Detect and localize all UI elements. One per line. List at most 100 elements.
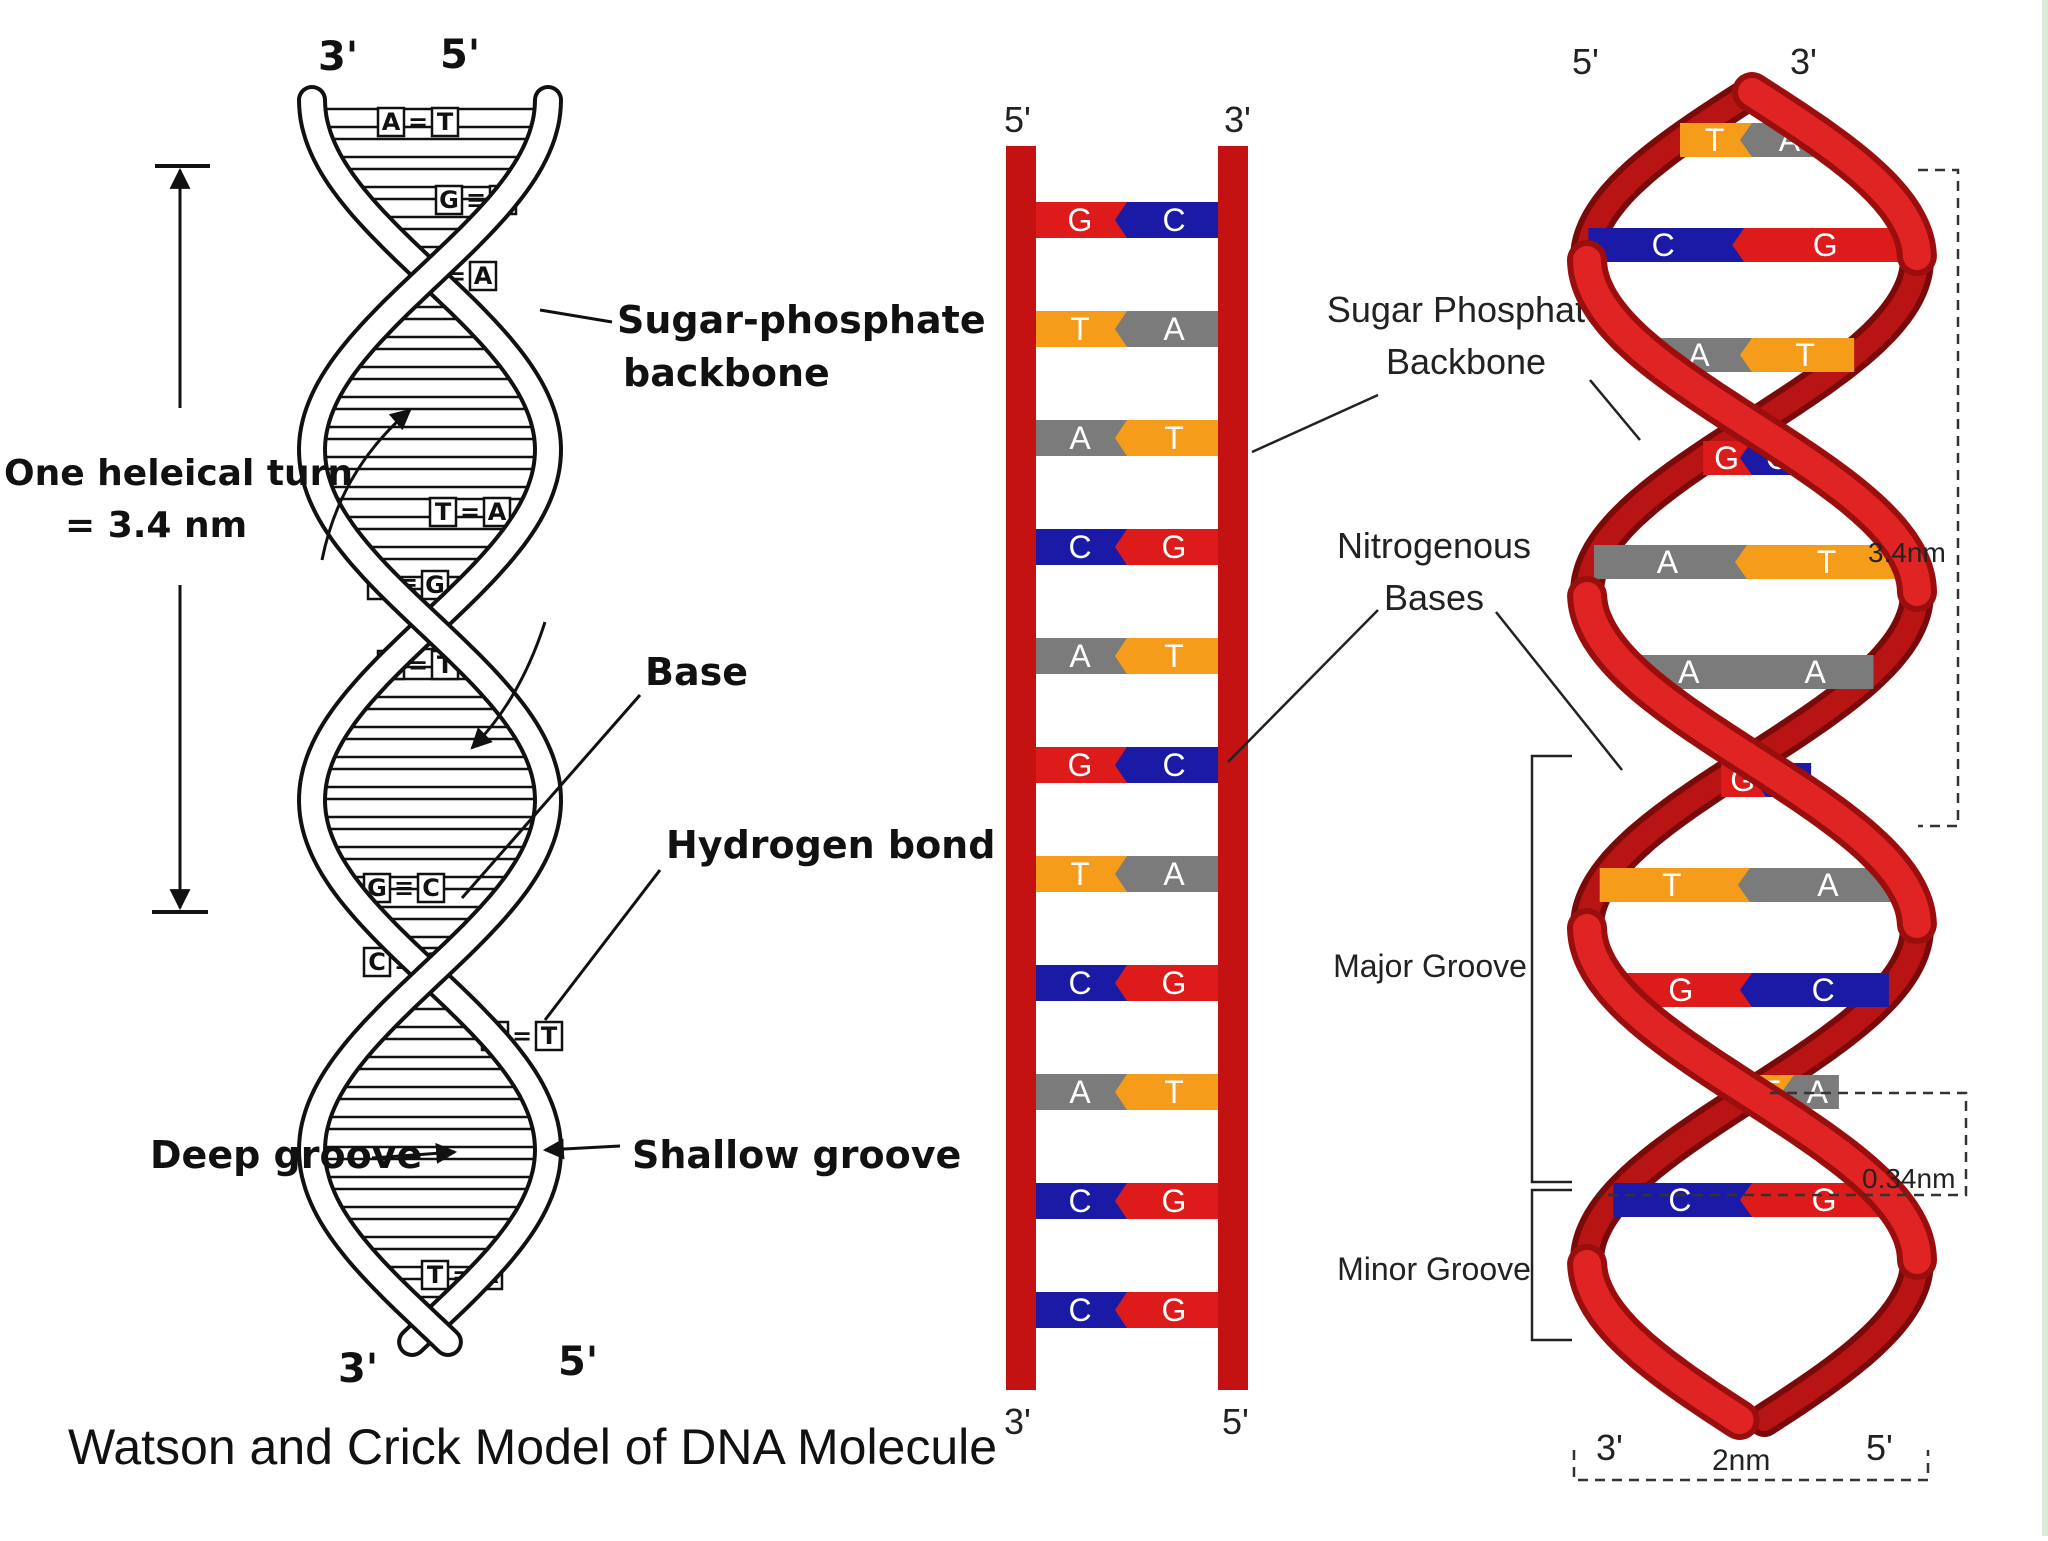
helix-base-right <box>1740 973 1889 1007</box>
ladder-left-backbone <box>1006 146 1036 1390</box>
ladder-base-letter: C <box>1068 965 1091 1001</box>
helix-strand-1-front-highlight <box>1573 582 1931 938</box>
center-labels: Sugar Phosphate Backbone Nitrogenous Bas… <box>1227 289 1641 1342</box>
sketch-model: A=TG≡CT=AT=AC≡GA=TG≡CC≡GA=TT=A 3' 5' 3' … <box>4 32 995 1392</box>
sketch-base-letter: C <box>368 948 386 976</box>
sketch-base-letter: T <box>541 1022 558 1050</box>
deep-groove-arrow <box>371 1142 458 1164</box>
width-label: 2nm <box>1712 1444 1770 1477</box>
sketch-base-letter: C <box>422 874 440 902</box>
helix-base-letter: A <box>1657 544 1679 580</box>
ladder-base-right <box>1115 1292 1218 1328</box>
sketch-base-box <box>428 496 458 528</box>
sketch-base-letter: A <box>474 262 493 290</box>
helix-base-left <box>1613 1183 1758 1217</box>
helix-base-letter: G <box>1812 1182 1837 1218</box>
sketch-rung <box>313 767 547 789</box>
ladder-base-right <box>1115 202 1218 238</box>
minor-groove-bracket <box>1530 1188 1572 1342</box>
hydrogen-bond-callout-line <box>543 869 662 1021</box>
helix-base-right <box>1737 868 1900 902</box>
sketch-rung <box>345 527 515 549</box>
sketch-base-box <box>420 1259 450 1291</box>
helix-base-letter: C <box>1668 1182 1691 1218</box>
bases-leader-left <box>1227 609 1379 763</box>
sketch-top-left-end-label: 3' <box>318 34 358 80</box>
sketch-base-box <box>534 1020 564 1052</box>
helix-top-right-end-label: 3' <box>1790 41 1817 82</box>
sketch-rung <box>312 107 548 129</box>
backbone-label-2: Backbone <box>1386 341 1546 382</box>
helix-base-letter: C <box>1812 972 1835 1008</box>
width-dimension <box>1572 1450 1930 1482</box>
sketch-bottom-right-end-label: 5' <box>558 1339 598 1385</box>
major-groove-label: Major Groove <box>1333 948 1527 984</box>
helix-strand-2-back-highlight <box>1753 1253 1928 1431</box>
ladder-base-right <box>1115 1074 1218 1110</box>
helical-turn-label: One heleical turn <box>4 453 353 494</box>
ladder-base-letter: A <box>1069 638 1091 674</box>
ladder-base-right <box>1115 311 1218 347</box>
ladder-base-letter: G <box>1162 1292 1187 1328</box>
sketch-base-box <box>376 106 406 138</box>
backbone-leader-right <box>1589 379 1641 441</box>
ladder-base-letter: T <box>1070 311 1090 347</box>
sketch-base-label: Base <box>645 650 748 694</box>
deep-groove-label: Deep groove <box>150 1133 422 1177</box>
sketch-bond-symbol: = <box>460 498 480 526</box>
helix-base-letter: G <box>1813 227 1838 263</box>
sketch-bond-symbol: ≡ <box>394 874 414 902</box>
helix-base-letter: T <box>1705 122 1725 158</box>
backbone-callout-line <box>539 308 613 324</box>
helix-base-right <box>1734 545 1900 579</box>
sketch-base-letter: G <box>425 571 445 599</box>
helix-base-left <box>1599 868 1756 902</box>
ladder-base-letter: G <box>1162 1183 1187 1219</box>
sketch-rung <box>338 1217 522 1239</box>
helix-bottom-left-end-label: 3' <box>1596 1427 1623 1468</box>
hydrogen-bond-label: Hydrogen bond <box>666 823 995 867</box>
sketch-rung <box>321 1187 539 1209</box>
ladder-top-right-end-label: 3' <box>1224 99 1251 140</box>
ladder-base-letter: C <box>1162 202 1185 238</box>
ladder-base-right <box>1115 638 1218 674</box>
helix-base-letter: A <box>1678 654 1700 690</box>
strand-direction-arrow-up <box>320 408 412 561</box>
sketch-base-box <box>468 260 498 292</box>
sketch-bottom-left-end-label: 3' <box>338 1346 378 1392</box>
shallow-groove-arrow <box>542 1138 621 1160</box>
helix-base-letter: A <box>1817 867 1839 903</box>
ladder-right-backbone <box>1218 146 1248 1390</box>
helix-base-letter: G <box>1714 440 1739 476</box>
ladder-base-letter: A <box>1069 1074 1091 1110</box>
ladder-base-letter: T <box>1164 638 1184 674</box>
helix-front-ribbon <box>1567 72 1937 1440</box>
bases-leader-right <box>1495 611 1623 771</box>
helical-turn-value: = 3.4 nm <box>65 505 247 546</box>
major-groove-bracket <box>1530 754 1572 1184</box>
helix-strand-2-front-highlight <box>1573 246 1931 606</box>
nitrogenous-bases-label: Nitrogenous <box>1337 525 1531 566</box>
helix-bottom-right-end-label: 5' <box>1866 1427 1893 1468</box>
sketch-base-pair: A=T <box>376 106 460 138</box>
helix-base-letter: T <box>1817 544 1837 580</box>
helix-strand-1-front-highlight <box>1738 78 1931 270</box>
ladder-base-letter: A <box>1069 420 1091 456</box>
sketch-base-box <box>434 184 464 216</box>
helix-strand-1-front-highlight <box>1573 1250 1754 1434</box>
minor-groove-label: Minor Groove <box>1337 1251 1531 1287</box>
sketch-rung <box>328 377 532 399</box>
helix-base-letter: G <box>1668 972 1693 1008</box>
